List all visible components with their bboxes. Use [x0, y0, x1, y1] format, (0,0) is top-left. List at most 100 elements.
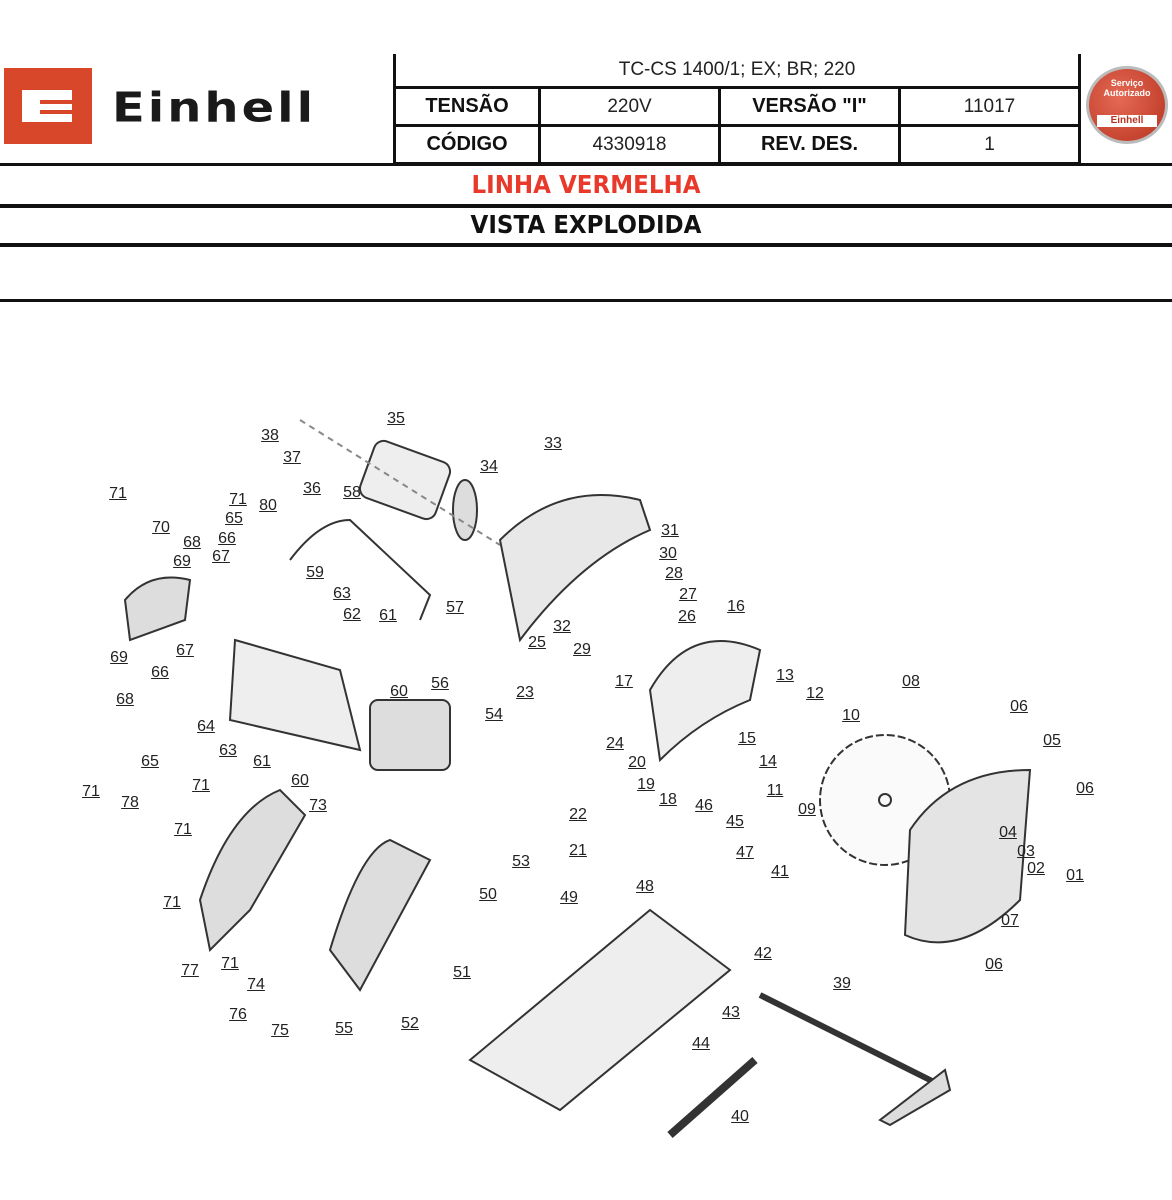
part-number-label: 38	[261, 427, 279, 444]
part-number-label: 61	[253, 753, 271, 770]
divider	[0, 299, 1172, 302]
divider	[0, 204, 1172, 208]
part-number-label: 21	[569, 842, 587, 859]
part-number-label: 45	[726, 813, 744, 830]
part-number-label: 14	[759, 753, 777, 770]
part-number-label: 06	[1076, 780, 1094, 797]
blade-guard-upper	[498, 494, 652, 643]
part-number-label: 70	[152, 519, 170, 536]
tensao-value: 220V	[538, 86, 721, 127]
part-number-label: 05	[1043, 732, 1061, 749]
part-number-label: 63	[219, 742, 237, 759]
versao-label: VERSÃO "I"	[718, 86, 901, 127]
part-number-label: 23	[516, 684, 534, 701]
authorized-service-seal: Serviço Autorizado Einhell	[1086, 66, 1168, 144]
part-number-label: 77	[181, 962, 199, 979]
versao-value: 11017	[898, 86, 1081, 127]
part-number-label: 63	[333, 585, 351, 602]
part-number-label: 06	[1010, 698, 1028, 715]
part-number-label: 28	[665, 565, 683, 582]
part-number-label: 71	[192, 777, 210, 794]
wrench	[667, 1057, 758, 1138]
handle	[289, 518, 432, 621]
part-number-label: 69	[110, 649, 128, 666]
part-number-label: 71	[229, 491, 247, 508]
part-number-label: 03	[1017, 843, 1035, 860]
part-number-label: 22	[569, 806, 587, 823]
part-number-label: 60	[291, 772, 309, 789]
divider	[0, 163, 1172, 166]
divider	[0, 243, 1172, 247]
part-number-label: 35	[387, 410, 405, 427]
part-number-label: 18	[659, 791, 677, 808]
part-number-label: 62	[343, 606, 361, 623]
tensao-label: TENSÃO	[393, 86, 541, 127]
part-number-label: 29	[573, 641, 591, 658]
part-number-label: 44	[692, 1035, 710, 1052]
part-number-label: 48	[636, 878, 654, 895]
part-number-label: 39	[833, 975, 851, 992]
part-number-label: 67	[212, 548, 230, 565]
part-number-label: 15	[738, 730, 756, 747]
part-number-label: 74	[247, 976, 265, 993]
seal-brand: Einhell	[1097, 115, 1157, 127]
exploded-view-title: VISTA EXPLODIDA	[470, 210, 702, 239]
logo-stroke	[40, 100, 72, 104]
motor-armature	[299, 419, 501, 546]
part-number-label: 56	[431, 675, 449, 692]
part-number-label: 71	[109, 485, 127, 502]
part-number-label: 64	[197, 718, 215, 735]
part-number-label: 08	[902, 673, 920, 690]
part-number-label: 04	[999, 824, 1017, 841]
part-number-label: 20	[628, 754, 646, 771]
part-number-label: 19	[637, 776, 655, 793]
part-number-label: 25	[528, 634, 546, 651]
handle-halves	[198, 788, 432, 992]
lower-guard	[648, 640, 762, 763]
part-number-label: 55	[335, 1020, 353, 1037]
part-number-label: 47	[736, 844, 754, 861]
part-number-label: 75	[271, 1022, 289, 1039]
part-number-label: 42	[754, 945, 772, 962]
brand-logo-e	[22, 90, 72, 122]
part-number-label: 51	[453, 964, 471, 981]
part-number-label: 61	[379, 607, 397, 624]
part-number-label: 13	[776, 667, 794, 684]
codigo-label: CÓDIGO	[393, 124, 541, 165]
part-number-label: 16	[727, 598, 745, 615]
part-number-label: 66	[218, 530, 236, 547]
part-number-label: 68	[116, 691, 134, 708]
part-number-label: 68	[183, 534, 201, 551]
part-number-label: 34	[480, 458, 498, 475]
part-number-label: 02	[1027, 860, 1045, 877]
part-number-label: 06	[985, 956, 1003, 973]
codigo-value: 4330918	[538, 124, 721, 165]
part-number-label: 59	[306, 564, 324, 581]
part-number-label: 49	[560, 889, 578, 906]
rev-label: REV. DES.	[718, 124, 901, 165]
part-number-label: 17	[615, 673, 633, 690]
part-number-label: 52	[401, 1015, 419, 1032]
blade-cover-side	[903, 768, 1032, 944]
base-plate	[468, 908, 732, 1112]
brand-name: Einhell	[112, 84, 317, 132]
spec-table: TC-CS 1400/1; EX; BR; 220 TENSÃO 220V VE…	[393, 54, 1081, 165]
part-number-label: 80	[259, 497, 277, 514]
part-number-label: 12	[806, 685, 824, 702]
part-number-label: 65	[141, 753, 159, 770]
part-number-label: 60	[390, 683, 408, 700]
part-number-label: 07	[1001, 912, 1019, 929]
part-number-label: 71	[221, 955, 239, 972]
product-line-title: LINHA VERMELHA	[471, 170, 701, 199]
part-number-label: 01	[1066, 867, 1084, 884]
part-number-label: 69	[173, 553, 191, 570]
part-number-label: 32	[553, 618, 571, 635]
part-number-label: 27	[679, 586, 697, 603]
part-number-label: 67	[176, 642, 194, 659]
part-number-label: 11	[766, 782, 784, 799]
part-number-label: 40	[731, 1108, 749, 1125]
logo-stroke	[40, 110, 72, 114]
end-cap	[123, 576, 192, 642]
part-number-label: 78	[121, 794, 139, 811]
part-number-label: 76	[229, 1006, 247, 1023]
